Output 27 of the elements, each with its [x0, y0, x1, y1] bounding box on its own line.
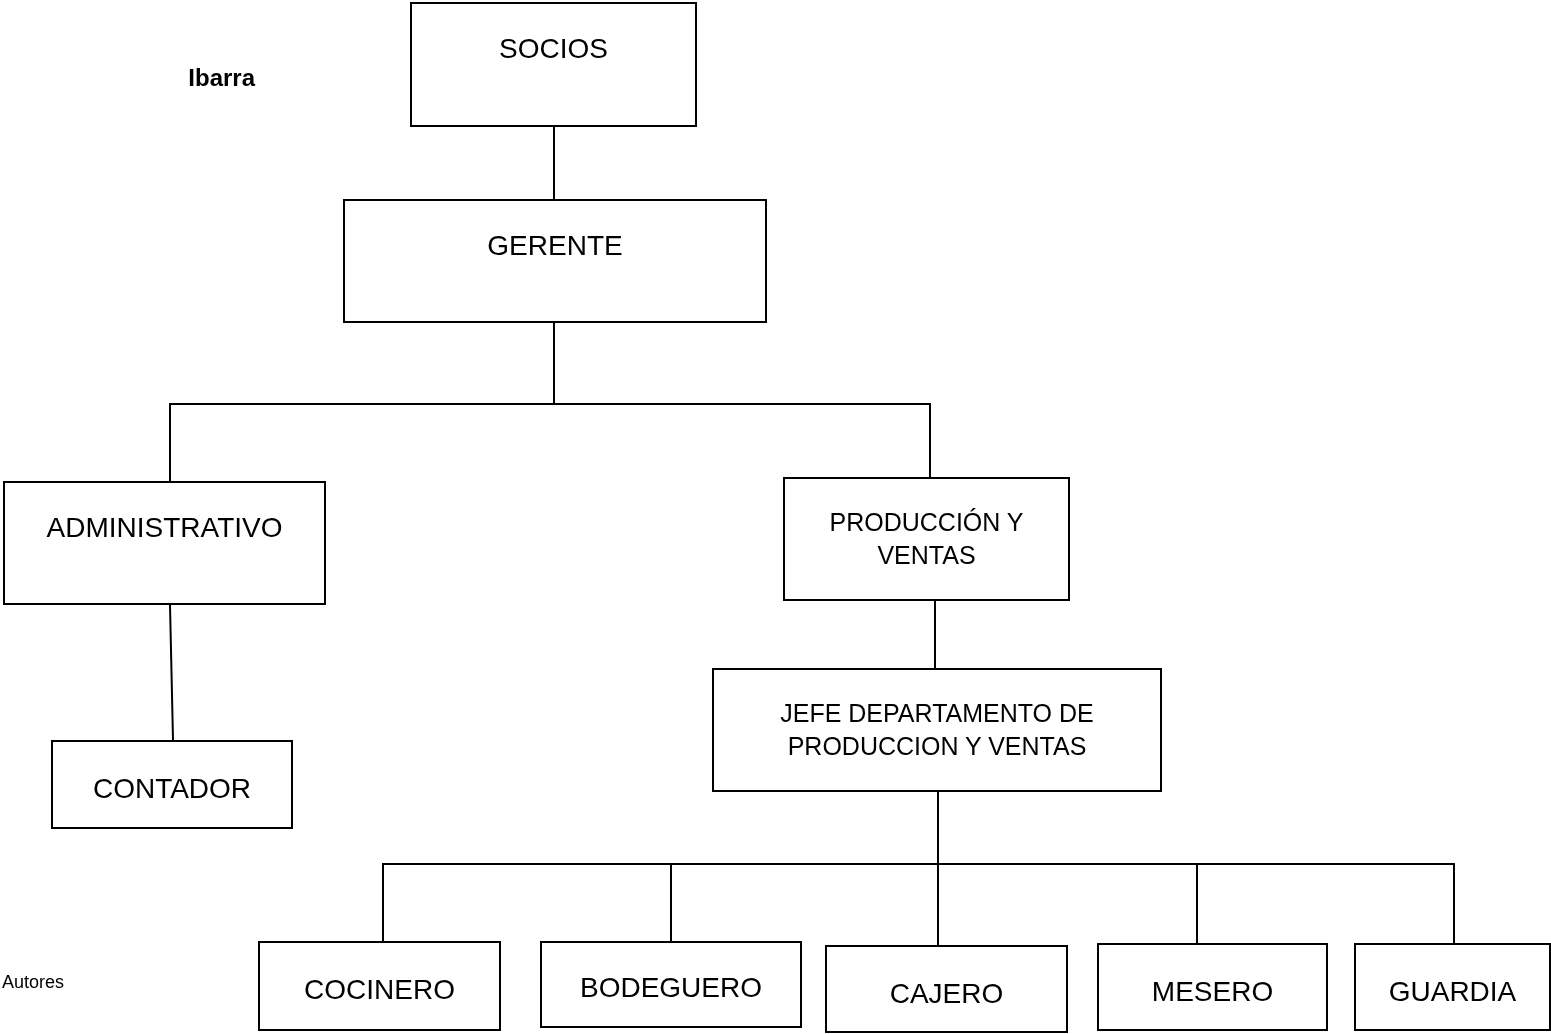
org-box [3, 481, 326, 605]
org-box [1097, 943, 1328, 1031]
role-label: COCINERO [303, 973, 456, 1008]
org-box [343, 199, 767, 323]
org-box [540, 941, 802, 1028]
role-label: MESERO [1150, 975, 1275, 1010]
source-note: Autores [2, 972, 65, 993]
org-box [258, 941, 501, 1031]
role-label: CAJERO [888, 977, 1005, 1012]
org-box [51, 740, 293, 829]
connector-line [934, 600, 936, 669]
connector-line [169, 604, 174, 741]
connector-line [553, 126, 555, 200]
org-box [783, 477, 1070, 601]
role-label: ADMINISTRATIVO [45, 511, 284, 546]
org-box [410, 2, 697, 127]
chart-title: Ibarra [187, 64, 255, 92]
org-box [1354, 943, 1551, 1031]
role-label: GERENTE [486, 229, 624, 264]
role-label: SOCIOS [498, 32, 609, 67]
org-box [712, 668, 1162, 792]
role-label: JEFE DEPARTAMENTO DE PRODUCCION Y VENTAS [779, 698, 1095, 762]
role-label: PRODUCCIÓN Y VENTAS [828, 507, 1025, 571]
role-label: BODEGUERO [579, 971, 763, 1006]
org-box [825, 945, 1068, 1033]
role-label: GUARDIA [1387, 975, 1518, 1010]
role-label: CONTADOR [91, 772, 253, 807]
